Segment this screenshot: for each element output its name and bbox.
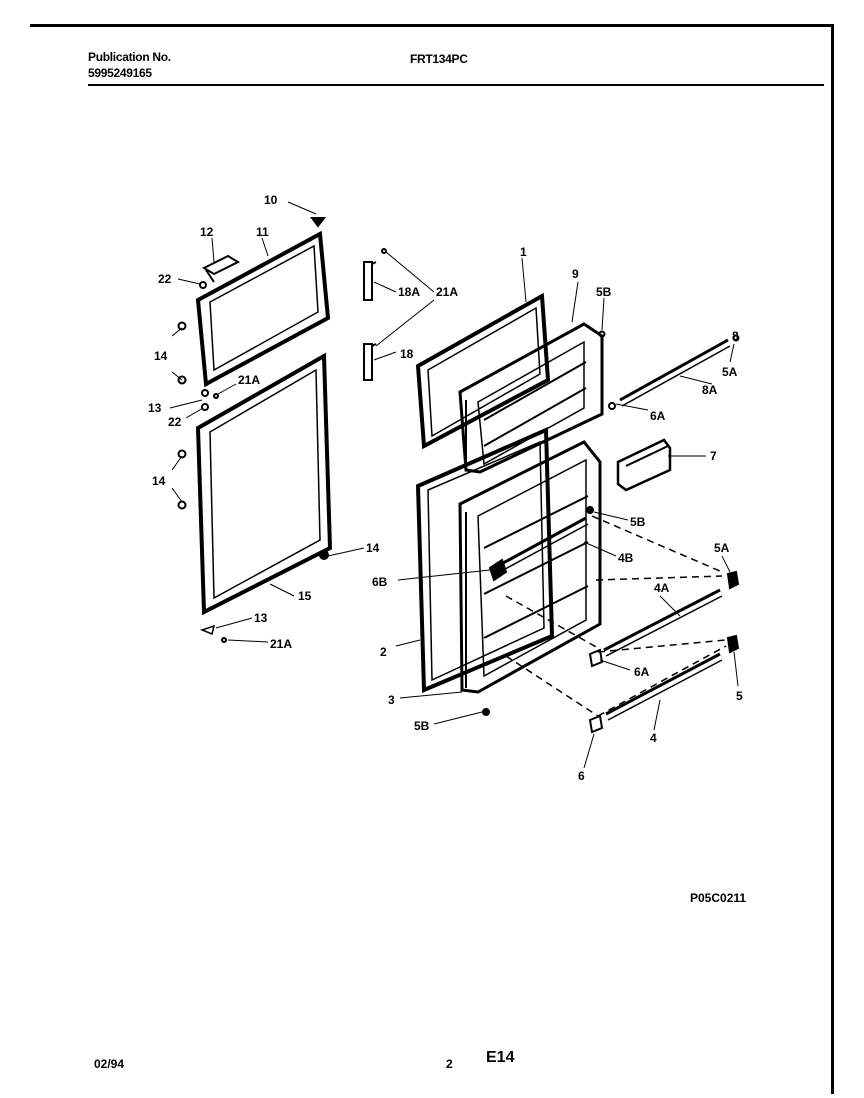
callout-13-bot: 13 xyxy=(254,611,268,625)
part-18 xyxy=(363,343,377,381)
callout-3: 3 xyxy=(388,693,395,707)
callout-labels: 10 12 11 22 14 21A 13 22 14 14 15 13 21A… xyxy=(148,193,743,783)
part-6-cap xyxy=(588,714,604,734)
callout-22-bot: 22 xyxy=(168,415,182,429)
callout-21A-bot: 21A xyxy=(270,637,292,651)
callout-15: 15 xyxy=(298,589,312,603)
leader-lines xyxy=(169,201,739,769)
part-5-cap xyxy=(726,634,740,654)
fresh-food-door-liner-3 xyxy=(458,440,602,694)
part-5A-cap xyxy=(726,570,740,590)
footer-section: E14 xyxy=(486,1049,515,1066)
freezer-gasket-frame xyxy=(195,230,331,388)
shelf-bar-4A xyxy=(603,588,723,657)
header-rule xyxy=(88,84,824,86)
model-number: FRT134PC xyxy=(410,52,468,66)
callout-5A-mid: 5A xyxy=(714,541,730,555)
callout-10: 10 xyxy=(264,193,278,207)
callout-12: 12 xyxy=(200,225,214,239)
part-6A-cap xyxy=(588,648,604,668)
diagram-code: P05C0211 xyxy=(690,891,747,905)
callout-6A-top: 6A xyxy=(650,409,666,423)
callout-5A-top: 5A xyxy=(722,365,738,379)
part-18A xyxy=(363,261,377,301)
footer-date: 02/94 xyxy=(94,1057,125,1071)
callout-14-a: 14 xyxy=(154,349,168,363)
part-12-bracket xyxy=(201,254,241,283)
fresh-food-gasket-frame xyxy=(195,352,333,616)
callout-8A: 8A xyxy=(702,383,718,397)
callout-18: 18 xyxy=(400,347,414,361)
callout-6: 6 xyxy=(578,769,585,783)
callout-11: 11 xyxy=(256,225,269,239)
footer-page: 2 xyxy=(446,1057,453,1071)
callout-4B: 4B xyxy=(618,551,634,565)
callout-21A-mid: 21A xyxy=(238,373,260,387)
shelf-bar-8A xyxy=(619,338,731,407)
freezer-door-gasket-1 xyxy=(415,292,551,450)
callout-18A: 18A xyxy=(398,285,420,299)
callout-14-b: 14 xyxy=(152,474,166,488)
callout-7: 7 xyxy=(710,449,717,463)
callout-5B-top: 5B xyxy=(596,285,612,299)
callout-8: 8 xyxy=(732,329,739,343)
callout-5B-bot: 5B xyxy=(414,719,430,733)
callout-5B-mid: 5B xyxy=(630,515,646,529)
part-6B xyxy=(488,558,508,582)
shelf-bar-4B xyxy=(493,516,589,575)
callout-6A-bot: 6A xyxy=(634,665,650,679)
part-7-handle xyxy=(616,438,672,492)
callout-22-top: 22 xyxy=(158,272,172,286)
publication-label: Publication No. xyxy=(88,50,171,64)
page-frame xyxy=(30,24,834,1094)
callout-6B: 6B xyxy=(372,575,388,589)
shelf-bar-4 xyxy=(605,652,723,721)
callout-4A: 4A xyxy=(654,581,670,595)
assembly-dashed-lines xyxy=(505,515,727,717)
part-10-screw xyxy=(310,217,326,228)
callout-1: 1 xyxy=(520,245,527,259)
publication-number: 5995249165 xyxy=(88,66,152,80)
callout-5: 5 xyxy=(736,689,743,703)
fresh-food-door-gasket-2 xyxy=(415,426,555,693)
freezer-door-liner-9 xyxy=(458,322,604,474)
callout-21A-top: 21A xyxy=(436,285,458,299)
callout-13-top: 13 xyxy=(148,401,162,415)
callout-2: 2 xyxy=(380,645,387,659)
callout-4: 4 xyxy=(650,731,657,745)
callout-9: 9 xyxy=(572,267,579,281)
callout-14-c: 14 xyxy=(366,541,380,555)
